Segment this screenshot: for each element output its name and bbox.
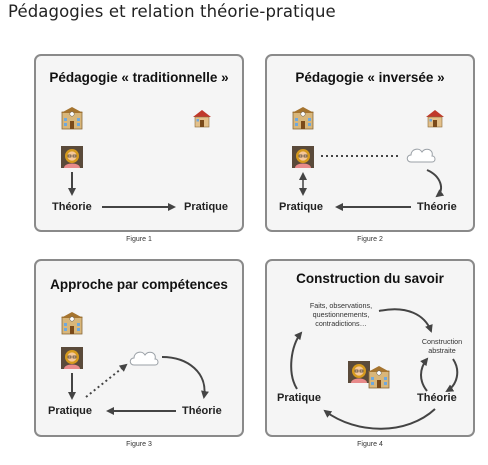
abstract-construction-label: Construction abstraite <box>421 337 463 355</box>
practice-label: Pratique <box>279 201 324 213</box>
abstract-to-theory-arrow <box>445 358 459 393</box>
facts-to-abstract-arrow <box>378 308 433 333</box>
theory-label: Théorie <box>182 405 222 417</box>
figure-2-panel: Pédagogie « inversée » Pratique Théorie <box>265 54 475 232</box>
practice-label: Pratique <box>277 392 322 404</box>
school-building-icon <box>292 107 314 130</box>
figure-4-arrows <box>290 308 459 430</box>
page-title: Pédagogies et relation théorie-pratique <box>8 2 336 21</box>
figure-1-title: Pédagogie « traditionnelle » <box>49 70 229 85</box>
figure-1-panel: Pédagogie « traditionnelle » Théorie Pra… <box>34 54 244 232</box>
figure-1-caption: Figure 1 <box>126 236 152 243</box>
theory-to-abstract-arrow <box>420 357 429 392</box>
figure-4-title: Construction du savoir <box>296 271 444 286</box>
theory-label: Théorie <box>417 201 457 213</box>
teacher-icon <box>61 347 83 369</box>
school-building-icon <box>61 312 83 335</box>
figure-2-arrows <box>299 155 445 211</box>
teacher-icon <box>348 361 370 383</box>
practice-label: Pratique <box>48 405 93 417</box>
practice-to-cloud-dotted-arrow <box>85 363 128 398</box>
figure-4-panel: Construction du savoir Faits, observatio… <box>265 259 475 437</box>
house-icon <box>193 110 211 128</box>
house-icon <box>426 110 444 128</box>
cloud-icon <box>406 148 436 163</box>
cloud-to-theory-arrow <box>161 356 209 399</box>
figure-2-caption: Figure 2 <box>357 236 383 243</box>
practice-to-facts-arrow <box>290 331 303 390</box>
figure-3-panel: Approche par compétences Pratique Théori… <box>34 259 244 437</box>
figure-2-title: Pédagogie « inversée » <box>295 70 445 85</box>
school-building-icon <box>368 366 390 389</box>
theory-to-practice-arrow <box>323 408 436 430</box>
theory-label: Théorie <box>417 392 457 404</box>
practice-label: Pratique <box>184 201 229 213</box>
facts-observations-label: Faits, observations, questionnements, co… <box>309 301 373 328</box>
figure-3-arrows <box>68 356 209 415</box>
figure-3-title: Approche par compétences <box>50 277 228 292</box>
figure-3-caption: Figure 3 <box>126 441 152 448</box>
cloud-to-theory-arrow <box>426 169 445 198</box>
theory-label: Théorie <box>52 201 92 213</box>
teacher-icon <box>292 146 314 168</box>
cloud-icon <box>129 351 159 366</box>
figure-1-arrows <box>68 172 176 211</box>
figure-4-caption: Figure 4 <box>357 441 383 448</box>
school-building-icon <box>61 107 83 130</box>
teacher-icon <box>61 146 83 168</box>
